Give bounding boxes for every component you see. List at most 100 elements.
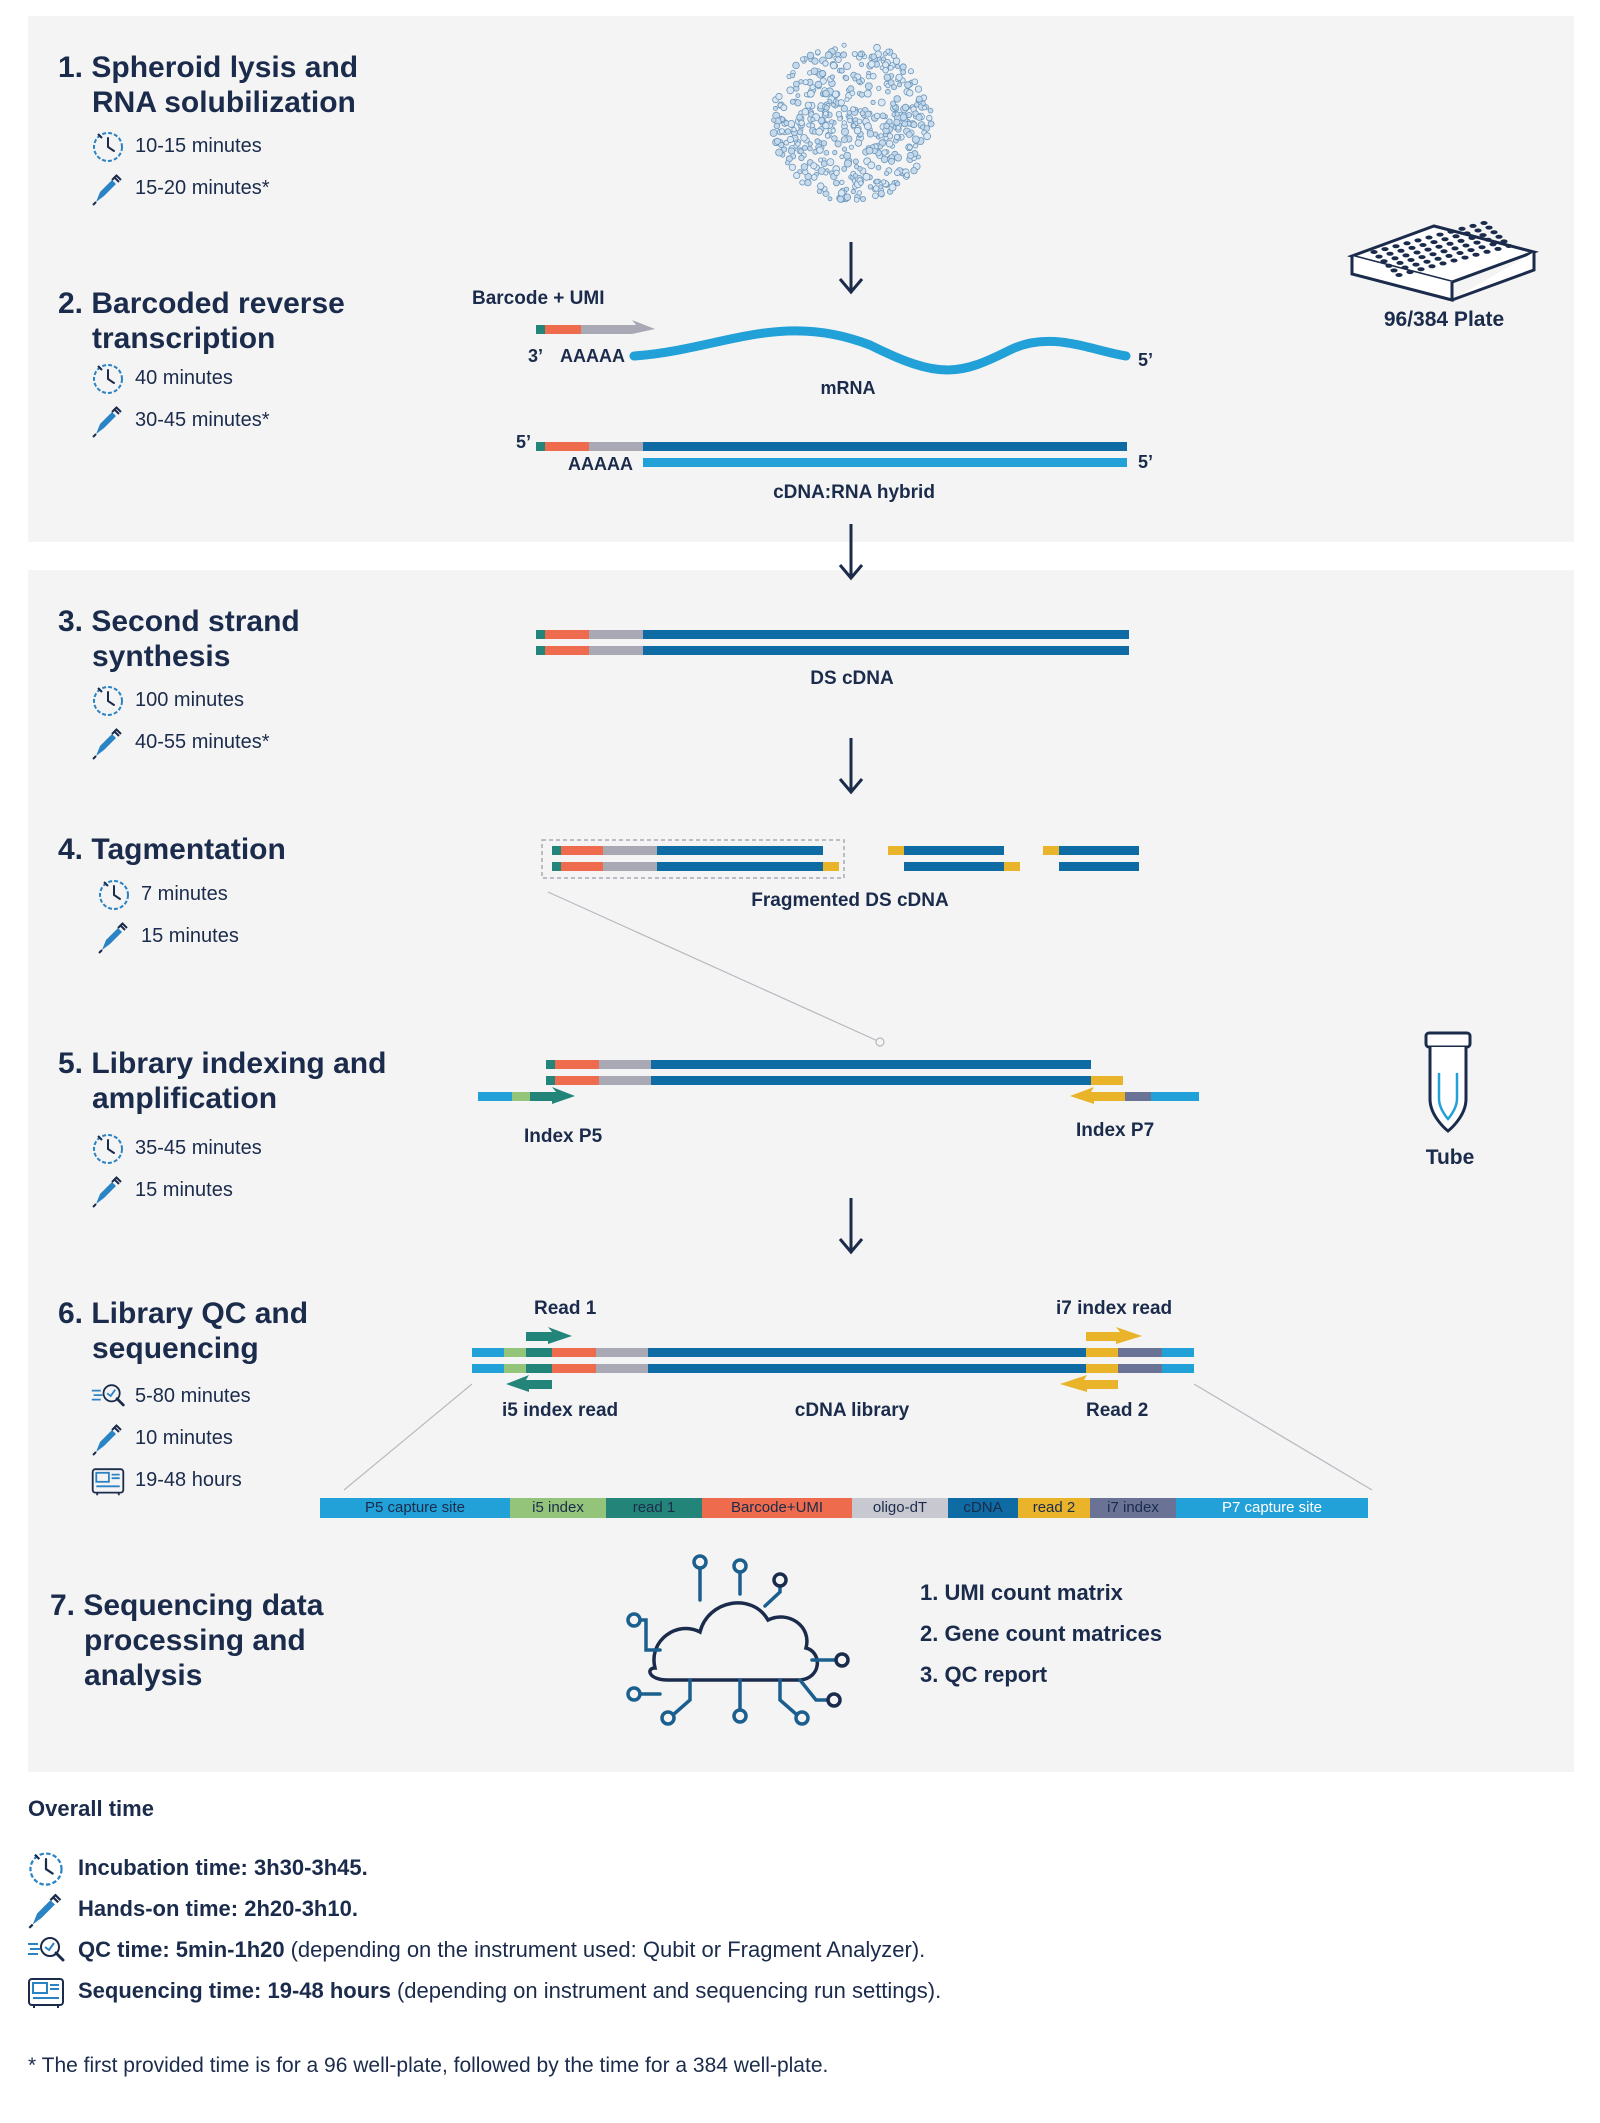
read1-label: Read 1: [534, 1298, 597, 1319]
plate-well: [1489, 242, 1497, 247]
plate-well: [1463, 231, 1471, 236]
spheroid-cell: [799, 56, 806, 62]
output-gene-matrices: 2. Gene count matrices: [920, 1621, 1163, 1646]
spheroid-cell: [817, 182, 825, 190]
spheroid-cell: [831, 90, 840, 98]
spheroid-cell: [890, 100, 897, 107]
spheroid-cell: [771, 117, 777, 123]
spheroid-cell: [864, 82, 873, 91]
spheroid-cell: [840, 136, 848, 144]
spheroid-cell: [798, 154, 805, 162]
spheroid-cell: [801, 144, 808, 151]
spheroid-cell: [835, 110, 843, 118]
output-umi-matrix: 1. UMI count matrix: [920, 1580, 1123, 1605]
spheroid-cell: [906, 151, 915, 160]
spheroid-cell: [911, 78, 919, 86]
spheroid-cell: [806, 90, 815, 98]
spheroid-cell: [849, 90, 856, 96]
step-7-title-line1: 7. Sequencing data: [50, 1589, 324, 1622]
spheroid-cell: [853, 164, 860, 170]
spheroid-cell: [841, 165, 848, 172]
plate-well: [1469, 223, 1477, 228]
spheroid-cell: [837, 99, 845, 107]
ds-cdna-label: DS cDNA: [810, 668, 894, 689]
spheroid-cell: [780, 104, 788, 112]
spheroid-cell: [881, 179, 887, 185]
tube-label: Tube: [1425, 1146, 1475, 1169]
spheroid-cell: [831, 135, 838, 142]
plate-well: [1434, 256, 1442, 261]
spheroid-cell: [786, 135, 795, 144]
spheroid-cell: [843, 193, 852, 201]
zoom-connector: [547, 891, 885, 1047]
three-prime-label-mrna: 3’: [528, 346, 544, 366]
spheroid-cell: [858, 180, 864, 186]
legend-segment-i5-index: i5 index: [510, 1498, 606, 1518]
spheroid-cell: [860, 195, 867, 202]
spheroid-cell: [873, 43, 881, 52]
cdna-rna-hybrid: [536, 442, 1127, 467]
spheroid-cell: [835, 51, 841, 58]
step-5-hands-on-text: 15 minutes: [135, 1178, 233, 1201]
mrna-label: mRNA: [820, 378, 876, 398]
spheroid-cell: [834, 140, 842, 148]
step-3-hands-on: 40-55 minutes*: [90, 724, 270, 760]
i7-read-primer: [1086, 1327, 1142, 1344]
output-qc-report: 3. QC report: [920, 1662, 1048, 1687]
plate-well: [1392, 244, 1400, 249]
plate-well: [1381, 247, 1389, 252]
spheroid-cell: [792, 61, 800, 70]
polya-label-mrna: AAAAA: [560, 346, 625, 366]
plate-well: [1467, 248, 1475, 253]
step-6-title: 6. Library QC and sequencing: [58, 1296, 308, 1366]
ds-cdna: [536, 630, 1129, 655]
spheroid-cell: [895, 181, 901, 187]
spheroid-cell: [882, 61, 889, 69]
spheroid-cell: [794, 99, 802, 107]
fragment-1: [541, 839, 845, 879]
spheroid-cell: [894, 133, 901, 140]
spheroid-cell: [853, 173, 859, 179]
spheroid-cell: [830, 61, 838, 70]
spheroid-cell: [814, 49, 821, 55]
step-3-hands-on-text: 40-55 minutes*: [135, 730, 270, 753]
spheroid-cell: [905, 131, 913, 138]
plate-well: [1414, 238, 1422, 243]
spheroid-cell: [866, 130, 875, 138]
tube-icon: [1424, 1031, 1472, 1133]
plate-well: [1462, 243, 1470, 248]
step-1-incubation-text: 10-15 minutes: [135, 134, 262, 157]
plate-well: [1406, 270, 1414, 275]
spheroid-cell: [824, 51, 833, 59]
step-3-title-line2: synthesis: [92, 640, 231, 673]
spheroid-cell: [885, 48, 891, 54]
step-1-title-line1: 1. Spheroid lysis and: [58, 51, 359, 84]
step-3-incubation: 100 minutes: [90, 682, 244, 718]
spheroid-cell: [926, 114, 933, 122]
spheroid-cell: [850, 188, 856, 195]
spheroid-cell: [915, 113, 923, 121]
plate-well: [1447, 229, 1455, 234]
step-2-title: 2. Barcoded reverse transcription: [58, 286, 345, 356]
spheroid-cell: [804, 179, 812, 187]
spheroid-cell: [843, 75, 850, 82]
step-5-incubation: 35-45 minutes: [90, 1130, 262, 1166]
spheroid-cell: [862, 172, 871, 181]
step-7-title: 7. Sequencing data processing and analys…: [50, 1588, 323, 1693]
summary-hands-on-label: Hands-on time: 2h20-3h10.: [78, 1896, 358, 1921]
spheroid-cell: [894, 111, 900, 117]
spheroid-cell: [851, 51, 858, 58]
spheroid-cell: [806, 122, 812, 128]
well-plate-icon: [1346, 221, 1540, 302]
spheroid-cell: [892, 57, 901, 65]
step-7-title-line2: processing and: [84, 1624, 306, 1657]
spheroid-cell: [795, 93, 801, 98]
plate-well: [1494, 246, 1502, 251]
step-5-title-line2: amplification: [92, 1082, 278, 1115]
i5-read-primer: [506, 1375, 552, 1392]
spheroid-cell: [816, 146, 824, 154]
spheroid-cell: [789, 98, 796, 105]
spheroid-cell: [810, 117, 816, 123]
plate-well: [1375, 254, 1383, 259]
spheroid-cell: [814, 80, 823, 89]
